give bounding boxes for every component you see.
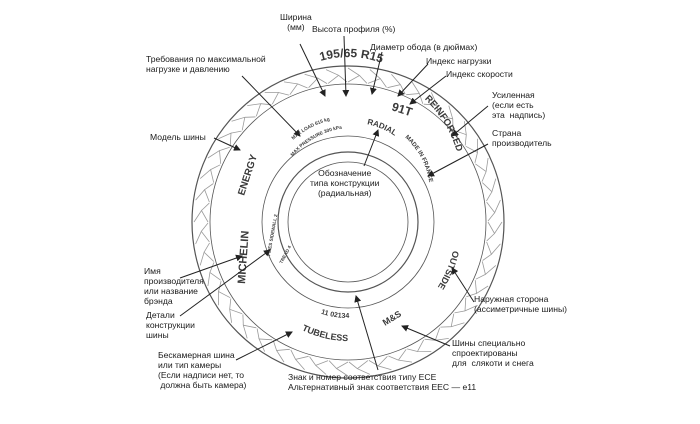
tread-block bbox=[465, 138, 478, 163]
tire-outside-text: OUTSIDE bbox=[436, 250, 461, 291]
tread-block bbox=[290, 349, 309, 371]
tread-block bbox=[439, 105, 454, 130]
label-country: Страна производитель bbox=[492, 128, 552, 148]
tread-block bbox=[423, 92, 440, 116]
tread-block bbox=[304, 73, 328, 88]
tire-brand-text: MICHELIN bbox=[236, 230, 252, 284]
tread-block bbox=[486, 199, 501, 222]
tread-block bbox=[272, 340, 290, 363]
tread-block bbox=[229, 298, 243, 323]
tread-block bbox=[218, 130, 242, 147]
tread-block bbox=[406, 81, 424, 104]
tire-radial-text: RADIAL bbox=[367, 117, 399, 137]
tread-block bbox=[199, 164, 221, 183]
tread-block bbox=[367, 69, 387, 88]
tread-block bbox=[256, 328, 273, 352]
tread-block bbox=[368, 356, 392, 371]
label-construction-details: Детали конструкции шины bbox=[146, 310, 195, 340]
tread-block bbox=[466, 280, 489, 298]
tread-block bbox=[325, 69, 348, 84]
label-max-load: Требования по максимальной нагрузке и да… bbox=[146, 54, 266, 74]
label-rim: Диаметр обода (в дюймах) bbox=[370, 42, 478, 52]
arrow-construction bbox=[363, 129, 380, 167]
arrow-load-index bbox=[397, 63, 429, 97]
arrow-aspect bbox=[342, 35, 350, 97]
label-model: Модель шины bbox=[150, 132, 206, 142]
tread-block bbox=[283, 81, 308, 95]
label-tubeless: Бескамерная шина или тип камеры (Если на… bbox=[158, 350, 247, 390]
arrow-speed-index bbox=[409, 75, 447, 105]
tread-block bbox=[454, 297, 478, 314]
arrow-model bbox=[213, 137, 241, 151]
tread-block bbox=[328, 360, 349, 377]
tread-block bbox=[231, 116, 256, 131]
arrow-max-load bbox=[241, 75, 301, 137]
tire-ply-text: PLIES SIDEWALL 2 bbox=[266, 213, 278, 256]
tread-block bbox=[207, 262, 221, 287]
tire-ms-text: M&S bbox=[381, 309, 403, 328]
callout-arrows bbox=[179, 35, 489, 371]
label-load-index: Индекс нагрузки bbox=[426, 56, 492, 66]
tread-block bbox=[309, 356, 329, 375]
tread-block bbox=[475, 261, 497, 280]
arrow-tubeless bbox=[235, 331, 293, 361]
tread-block bbox=[207, 146, 230, 164]
label-mud-snow: Шины специально спроектированы для сляко… bbox=[452, 338, 534, 368]
label-reinforced: Усиленная (если есть эта надпись) bbox=[492, 90, 546, 120]
arrow-ece bbox=[354, 295, 379, 371]
tread-block bbox=[195, 222, 210, 245]
tread-block bbox=[193, 202, 210, 223]
tire-tubeless-text: TUBELESS bbox=[301, 323, 349, 343]
arrow-rim bbox=[369, 51, 383, 95]
tread-block bbox=[475, 157, 489, 182]
tread-pattern bbox=[193, 67, 503, 377]
label-aspect: Высота профиля (%) bbox=[312, 24, 396, 34]
tire-load-speed-text: 91T bbox=[390, 100, 415, 120]
arrow-country bbox=[427, 143, 489, 177]
tire-reinforced-text: REINFORCED bbox=[422, 93, 464, 153]
tread-block bbox=[242, 314, 257, 339]
tire-model-text: ENERGY bbox=[236, 153, 260, 197]
label-speed-index: Индекс скорости bbox=[446, 69, 513, 79]
tread-block bbox=[388, 349, 413, 363]
tire-body bbox=[191, 65, 505, 379]
tread-block bbox=[486, 221, 503, 242]
tire-approval-text: 11 02134 bbox=[320, 309, 349, 320]
tread-block bbox=[482, 178, 497, 202]
arrow-outside bbox=[451, 267, 475, 303]
arrow-construction-details bbox=[179, 249, 271, 317]
tread-block bbox=[407, 339, 432, 352]
label-ece: Знак и номер соответствия типу ECE Альте… bbox=[288, 372, 477, 392]
arrow-width bbox=[299, 43, 326, 97]
tread-block bbox=[218, 281, 231, 306]
tread-block bbox=[264, 92, 289, 105]
label-width: Ширина (мм) bbox=[280, 12, 312, 32]
tread-block bbox=[195, 183, 214, 203]
tread-block bbox=[440, 313, 465, 328]
label-outside: Наружная сторона (ассиметричные шины) bbox=[474, 294, 567, 314]
tread-block bbox=[347, 67, 368, 84]
tread-block bbox=[482, 241, 501, 261]
tread-block bbox=[199, 242, 214, 266]
label-construction: Обозначение типа конструкции (радиальная… bbox=[310, 168, 380, 198]
label-manufacturer: Имя производителя или название брэнда bbox=[144, 266, 204, 306]
tread-block bbox=[348, 360, 371, 375]
arrow-mud-snow bbox=[401, 325, 451, 347]
arrow-reinforced bbox=[451, 105, 489, 137]
arrow-manufacturer bbox=[179, 254, 243, 279]
